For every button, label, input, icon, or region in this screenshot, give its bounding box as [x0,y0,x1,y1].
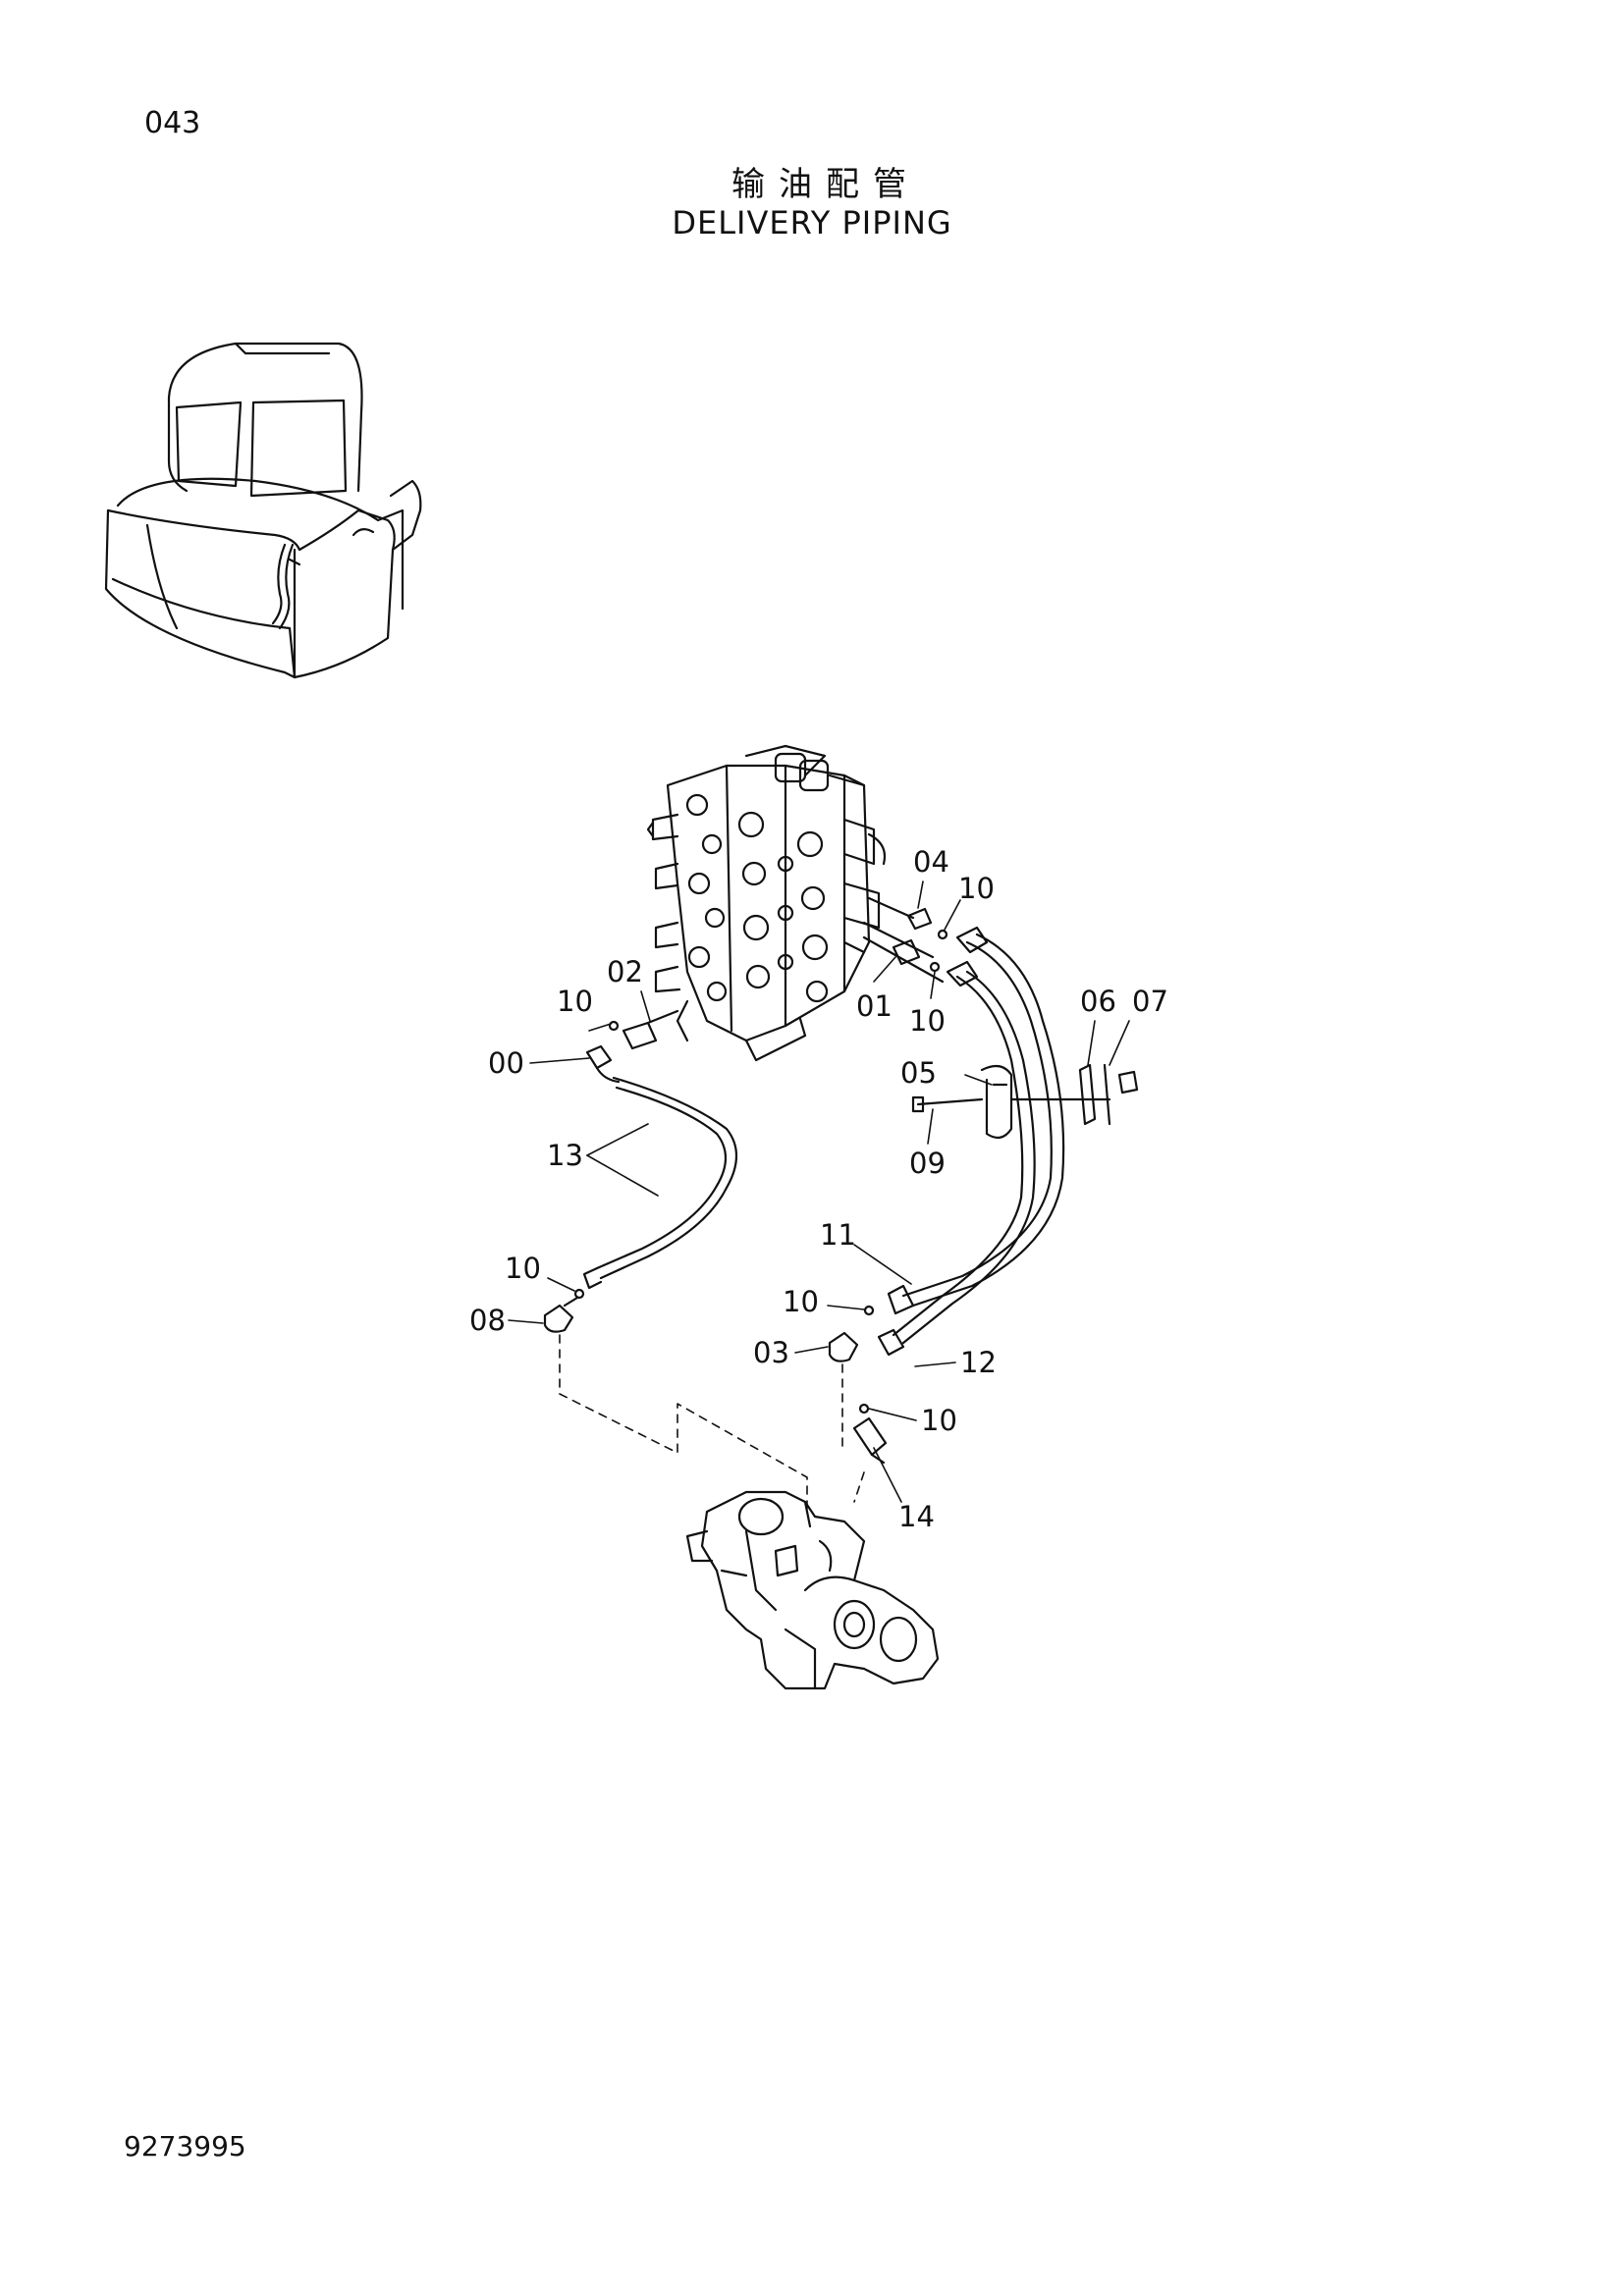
callout-08: 08 [469,1304,506,1337]
callout-labels: 04 10 02 10 01 10 06 07 00 05 13 09 11 1… [469,845,1168,1533]
o-ring-10c [608,1020,620,1032]
page-title-cn: 输油配管 [731,165,920,204]
callout-04: 04 [913,845,949,879]
callout-01: 01 [856,989,893,1023]
hose-13 [582,1044,737,1290]
o-ring-10d [573,1288,585,1300]
o-ring-10a [937,929,948,940]
hydraulic-pump-icon [685,1490,940,1690]
fitting-02 [622,1009,679,1050]
o-ring-10e [863,1305,875,1316]
leader-lines [508,881,1130,1503]
o-ring-10b [929,961,941,973]
callout-00: 00 [488,1046,524,1080]
callout-06: 06 [1080,985,1116,1018]
callout-02: 02 [607,955,643,988]
control-valve-icon [646,744,945,1062]
bolt-09 [911,1095,1111,1113]
callout-05: 05 [900,1056,937,1090]
callout-10: 10 [783,1285,819,1318]
fitting-04 [906,907,933,931]
callout-11: 11 [820,1218,856,1252]
hose-11-12 [877,926,1065,1357]
callout-10: 10 [557,985,593,1018]
fitting-01 [892,938,921,966]
plate-06 [1078,1063,1097,1126]
callout-10: 10 [921,1404,957,1437]
elbow-08 [543,1296,579,1333]
callout-14: 14 [898,1500,935,1533]
o-ring-10f [858,1403,870,1415]
callout-10: 10 [505,1252,541,1285]
callout-10: 10 [958,872,995,905]
assembly-lines [559,1334,865,1513]
callout-12: 12 [960,1346,997,1379]
document-number: 9273995 [124,2130,246,2163]
page-title-en: DELIVERY PIPING [672,204,952,241]
callout-09: 09 [909,1147,946,1180]
callout-10: 10 [909,1004,946,1038]
callout-03: 03 [753,1336,789,1369]
washer-07 [1103,1063,1139,1126]
fitting-14 [852,1416,888,1465]
elbow-03 [828,1331,859,1362]
page-number: 043 [144,106,201,140]
callout-07: 07 [1132,985,1168,1018]
callout-13: 13 [547,1139,583,1172]
excavator-locator-icon [104,342,422,679]
clamp-05 [980,1064,1013,1140]
